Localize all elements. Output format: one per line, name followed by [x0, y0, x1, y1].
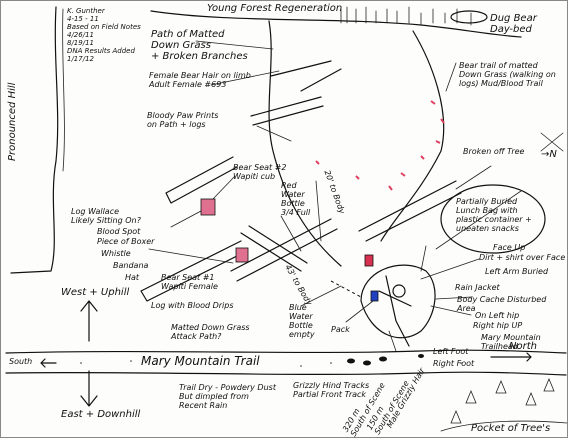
- right-hip-label: Right hip UP: [473, 321, 523, 330]
- whistle-label: Whistle: [101, 249, 131, 258]
- log-blood-label: Log with Blood Drips: [151, 301, 234, 310]
- forest-edge: [150, 10, 522, 38]
- trail-label: Mary Mountain Trail: [141, 354, 260, 368]
- south-arrow: [40, 358, 57, 368]
- bear-trail-label: Bear trail of matted Down Grass (walking…: [459, 61, 556, 88]
- grizzly-tracks-label: Grizzly Hind Tracks Partial Front Track: [293, 381, 370, 399]
- bear-seat1-mark: [235, 247, 249, 263]
- lunch-bag-label: Partially Buried Lunch Bag with plastic …: [456, 197, 532, 233]
- west-arrow: [80, 300, 98, 342]
- hill-line-inner: [62, 8, 65, 172]
- matted-path-right: [380, 30, 445, 242]
- bloody-paw-label: Bloody Paw Prints on Path + logs: [147, 111, 219, 129]
- east-downhill-label: East + Downhill: [61, 409, 141, 420]
- left-arm-label: Left Arm Buried: [485, 267, 549, 276]
- author-block: K. Gunther 4-15 - 11 Based on Field Note…: [67, 7, 141, 63]
- rain-jacket-label: Rain Jacket: [455, 283, 500, 292]
- mary-trailhead-label: Mary Mountain Trailhead: [481, 333, 541, 351]
- pocket-trees: [440, 377, 567, 432]
- blood-spot-label: Blood Spot: [97, 227, 141, 236]
- piece-boxer-label: Piece of Boxer: [97, 237, 155, 246]
- blood-trail: [315, 100, 445, 191]
- matted-grass-label: Matted Down Grass Attack Path?: [171, 323, 250, 341]
- north-label: North: [509, 341, 537, 352]
- broken-tree-label: Broken off Tree: [463, 147, 525, 156]
- north-arrow: [490, 352, 532, 362]
- female-hair-label: Female Bear Hair on limb Adult Female #6…: [149, 71, 251, 89]
- on-left-hip-label: On Left hip: [475, 311, 520, 320]
- forest-regen-label: Young Forest Regeneration: [207, 3, 343, 14]
- blue-water-label: Blue Water Bottle empty: [289, 303, 315, 339]
- footprints: [347, 354, 424, 366]
- right-foot-label: Right Foot: [433, 359, 475, 368]
- dirt-shirt-label: Dirt + shirt over Face: [479, 253, 566, 262]
- path-matted-label: Path of Matted Down Grass + Broken Branc…: [151, 29, 248, 62]
- pocket-trees-label: Pocket of Tree's: [471, 423, 551, 434]
- south-label: South: [9, 357, 33, 366]
- bear-seat2-mark: [200, 198, 216, 216]
- day-bed-mark: [450, 10, 488, 24]
- hat-label: Hat: [125, 273, 140, 282]
- west-uphill-label: West + Uphill: [61, 287, 130, 298]
- bandana-label: Bandana: [113, 261, 149, 270]
- matted-path-left: [268, 20, 342, 267]
- logs: [140, 60, 342, 302]
- east-arrow: [80, 370, 98, 407]
- trail-top: [5, 349, 567, 354]
- blue-bottle-mark: [370, 290, 379, 302]
- body-cache-label: Body Cache Disturbed Area: [457, 295, 547, 313]
- pack-label: Pack: [331, 325, 350, 334]
- left-foot-label: Left Foot: [433, 347, 469, 356]
- bear-seat1-label: Bear Seat #1 Wapiti Female: [161, 273, 218, 291]
- log-wallace-label: Log Wallace Likely Sitting On?: [71, 207, 141, 225]
- pronounced-hill-label: Pronounced Hill: [7, 82, 18, 161]
- pointer-lines: [148, 40, 522, 352]
- trail-dots: [80, 360, 462, 367]
- trail-dry-label: Trail Dry - Powdery Dust But dimpled fro…: [179, 383, 276, 410]
- lunch-bag-bubble: [440, 184, 546, 254]
- hill-line: [10, 6, 59, 274]
- bear-seat2-label: Bear Seat #2 Wapiti cub: [233, 163, 287, 181]
- young-trees: [340, 6, 472, 26]
- compass-label: →N: [541, 149, 557, 160]
- trail-bottom: [5, 371, 567, 376]
- compass-mark: [540, 132, 564, 152]
- body-cache: [360, 264, 436, 347]
- dug-bear-label: Dug Bear Day-bed: [490, 13, 537, 35]
- red-bottle-mark: [364, 254, 374, 267]
- face-up-label: Face Up: [493, 243, 526, 252]
- broken-tree-trunk: [358, 180, 462, 242]
- red-water-label: Red Water Bottle 3/4 Full: [281, 181, 311, 217]
